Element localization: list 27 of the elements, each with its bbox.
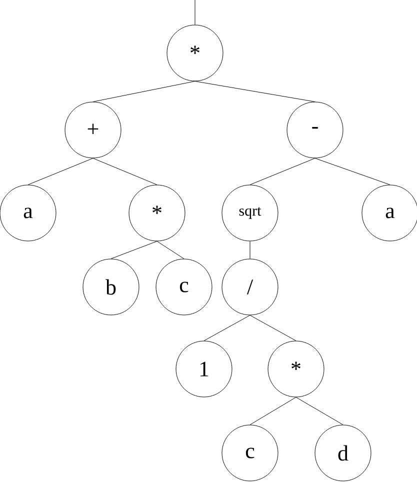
tree-edge xyxy=(250,397,296,425)
tree-node: * xyxy=(128,184,186,242)
tree-edge xyxy=(250,158,316,185)
tree-node: sqrt xyxy=(222,184,278,242)
tree-node: c xyxy=(222,424,278,482)
tree-edge xyxy=(194,0,196,25)
tree-node: b xyxy=(82,258,140,316)
tree-edge xyxy=(296,397,344,425)
tree-node: - xyxy=(286,102,344,158)
tree-edge xyxy=(110,241,158,259)
tree-node: * xyxy=(268,340,324,398)
tree-edge xyxy=(92,81,196,102)
tree-node: a xyxy=(0,184,56,242)
tree-edge xyxy=(204,315,250,341)
tree-edge xyxy=(92,158,158,185)
tree-edge xyxy=(28,158,94,185)
tree-node: / xyxy=(222,258,278,316)
tree-edge xyxy=(250,315,296,341)
tree-node: c xyxy=(156,258,212,316)
tree-node: * xyxy=(166,24,224,82)
tree-node: 1 xyxy=(176,340,232,398)
tree-node: + xyxy=(64,102,122,158)
tree-node: d xyxy=(314,424,372,482)
tree-node: a xyxy=(362,184,417,242)
tree-edge xyxy=(156,241,184,259)
tree-edge xyxy=(194,81,316,102)
tree-edge xyxy=(314,158,390,185)
